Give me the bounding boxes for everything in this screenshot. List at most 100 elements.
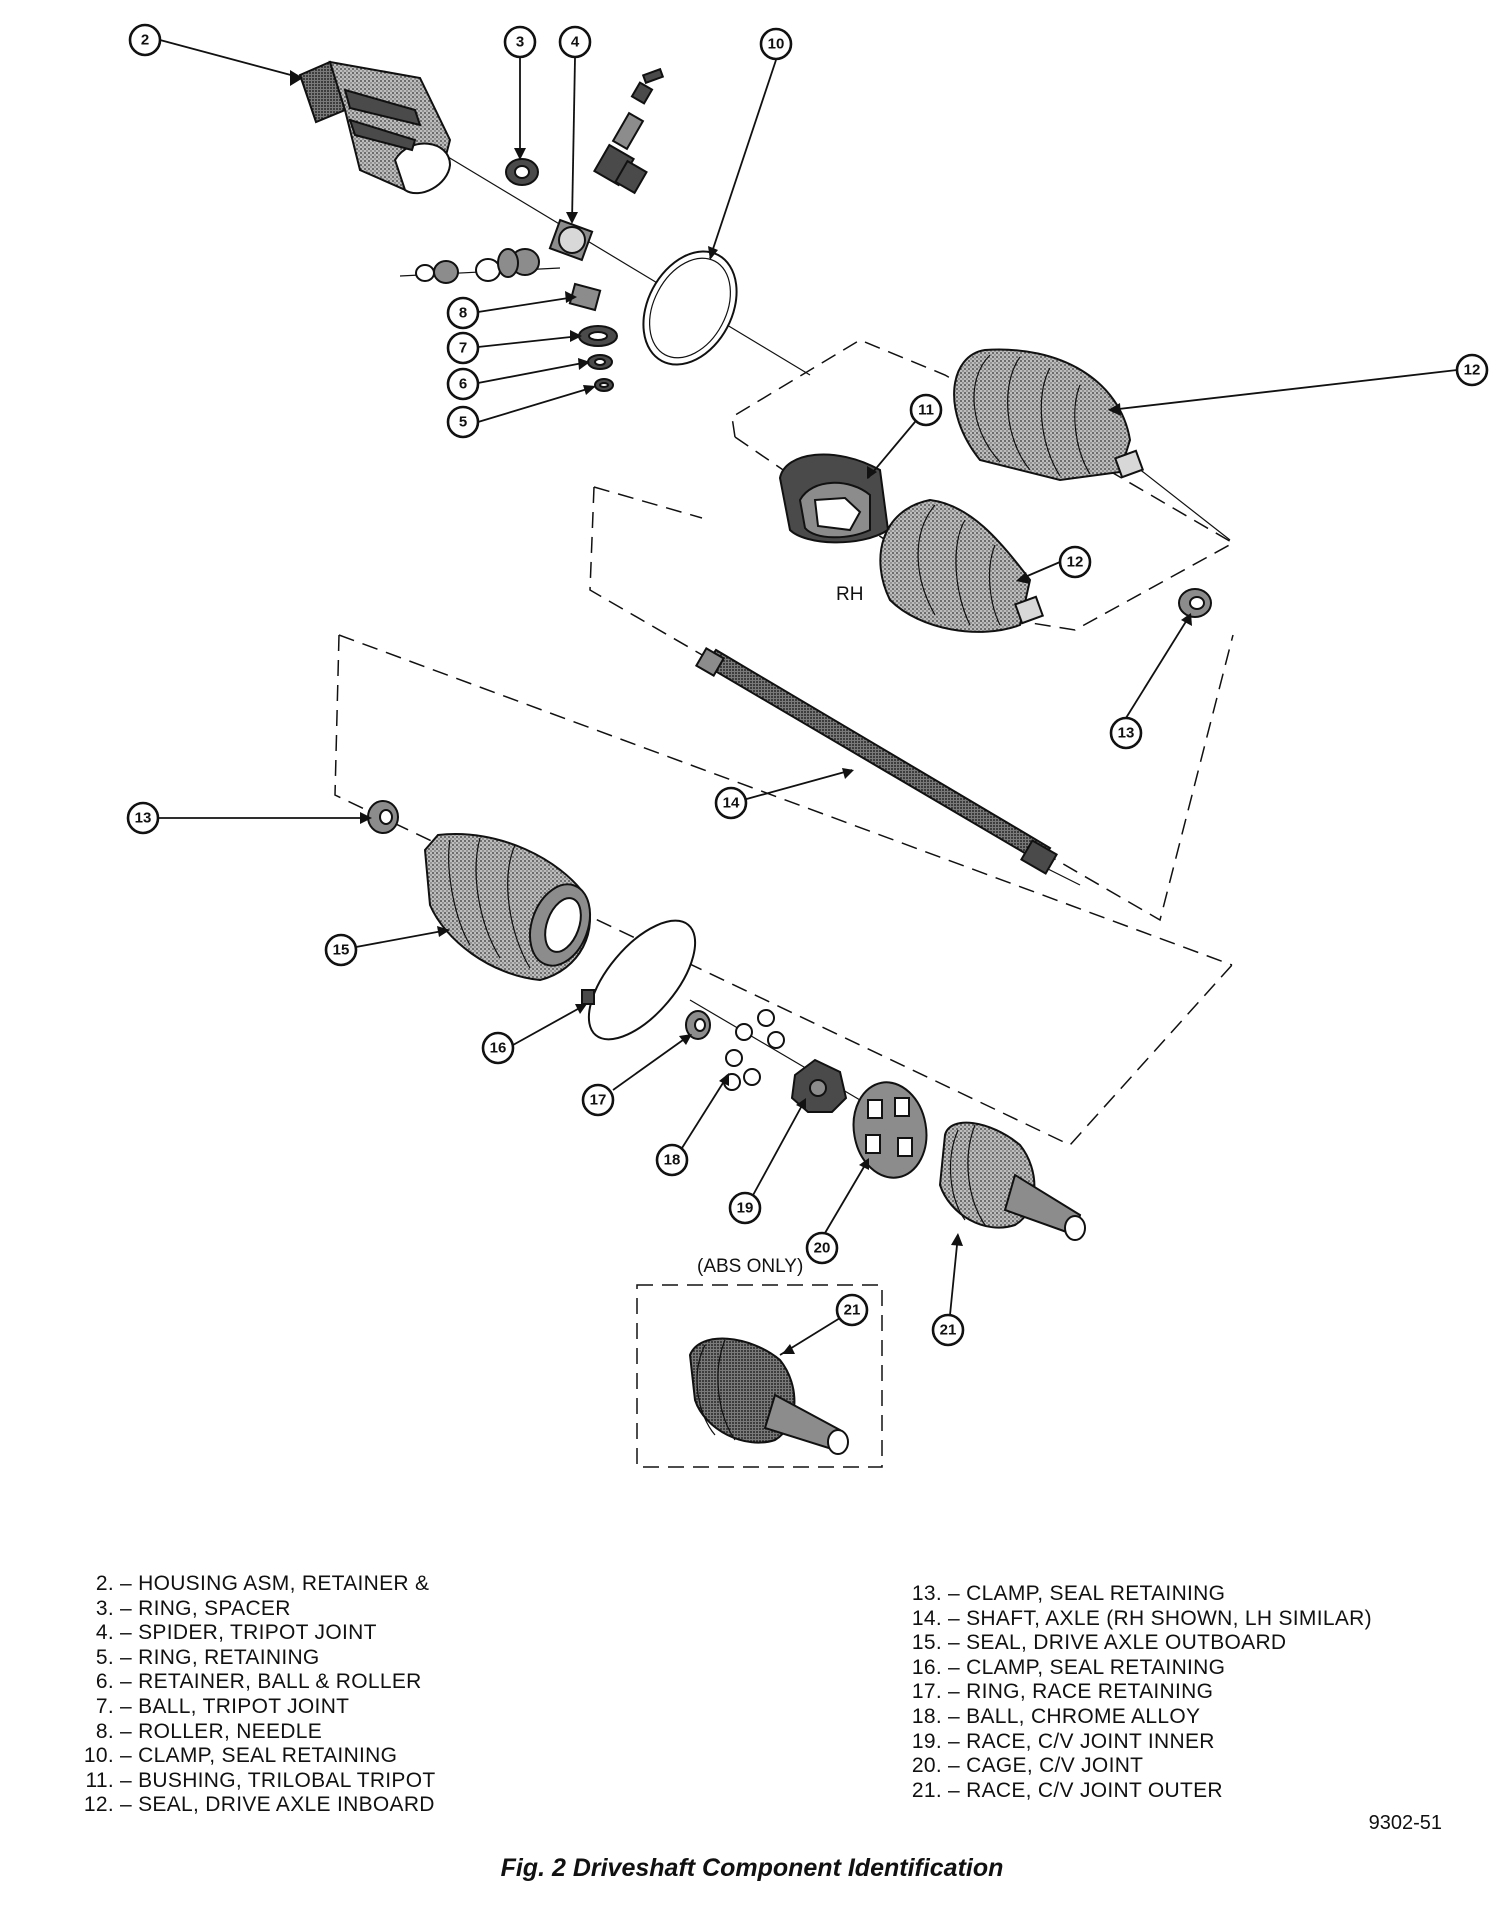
abs-only-label: (ABS ONLY)	[697, 1256, 803, 1277]
legend-item-text: – CAGE, C/V JOINT	[948, 1754, 1144, 1778]
axle-shaft	[694, 646, 1058, 875]
callout-21-abs: 21	[835, 1293, 869, 1327]
legend-item-text: – CLAMP, SEAL RETAINING	[948, 1582, 1226, 1605]
cv-outer-race-abs	[688, 1337, 849, 1455]
legend-item: 10.– CLAMP, SEAL RETAINING	[70, 1744, 436, 1769]
cv-cage	[852, 1081, 928, 1179]
legend-item: 15.– SEAL, DRIVE AXLE OUTBOARD	[898, 1631, 1372, 1656]
callout-15: 15	[324, 933, 358, 967]
callout-3: 3	[503, 25, 537, 59]
callout-5: 5	[446, 405, 480, 439]
legend-item: 2.– HOUSING ASM, RETAINER &	[70, 1572, 436, 1597]
legend-item-text: – RACE, C/V JOINT INNER	[948, 1729, 1215, 1753]
legend-item: 19.– RACE, C/V JOINT INNER	[898, 1730, 1372, 1755]
legend-item-text: – RING, RACE RETAINING	[948, 1680, 1214, 1704]
figure-code: 9302-51	[1368, 1812, 1442, 1834]
legend-item: 7.– BALL, TRIPOT JOINT	[70, 1695, 436, 1720]
legend-item-text: – ROLLER, NEEDLE	[120, 1719, 323, 1743]
figure-caption: Fig. 2 Driveshaft Component Identificati…	[500, 1854, 1004, 1882]
chrome-balls	[723, 1009, 785, 1091]
legend-item-number: 10.	[83, 1744, 114, 1768]
callout-8: 8	[446, 296, 480, 330]
legend-item-text: – SHAFT, AXLE (RH SHOWN, LH SIMILAR)	[948, 1606, 1372, 1630]
svg-text:13: 13	[135, 810, 152, 827]
legend-item-text: – RING, SPACER	[120, 1596, 291, 1620]
seal-clamp-upper	[1178, 588, 1212, 618]
legend-item: 21.– RACE, C/V JOINT OUTER	[898, 1779, 1372, 1804]
svg-text:13: 13	[1118, 725, 1135, 742]
svg-text:20: 20	[814, 1240, 831, 1257]
legend-item-text: – BALL, CHROME ALLOY	[948, 1704, 1201, 1728]
svg-text:15: 15	[333, 942, 350, 959]
clamp-seal-retaining-16	[581, 919, 697, 1041]
housing-assembly	[298, 60, 452, 195]
legend-item-text: – RACE, C/V JOINT OUTER	[948, 1778, 1223, 1802]
legend-item-text: – BUSHING, TRILOBAL TRIPOT	[120, 1768, 436, 1792]
legend-item: 17.– RING, RACE RETAINING	[898, 1680, 1372, 1705]
legend-item-number: 19.	[911, 1729, 942, 1753]
callout-11: 11	[909, 393, 943, 427]
callout-7: 7	[446, 331, 480, 365]
callout-20: 20	[805, 1231, 839, 1265]
legend-item-text: – BALL, TRIPOT JOINT	[120, 1694, 350, 1718]
callout-16: 16	[481, 1031, 515, 1065]
legend-item-number: 2.	[95, 1572, 114, 1595]
legend-item: 18.– BALL, CHROME ALLOY	[898, 1705, 1372, 1730]
svg-text:4: 4	[571, 34, 580, 51]
outboard-seal-boot	[423, 833, 591, 982]
legend-item: 6.– RETAINER, BALL & ROLLER	[70, 1670, 436, 1695]
tripot-spider	[415, 67, 665, 284]
svg-text:21: 21	[844, 1302, 861, 1319]
callout-13-lower: 13	[126, 801, 160, 835]
svg-text:18: 18	[664, 1152, 681, 1169]
legend-item-text: – RETAINER, BALL & ROLLER	[120, 1670, 422, 1694]
legend-item-text: – SPIDER, TRIPOT JOINT	[120, 1621, 377, 1645]
legend-item: 8.– ROLLER, NEEDLE	[70, 1720, 436, 1745]
svg-text:19: 19	[737, 1200, 754, 1217]
legend-item-number: 21.	[911, 1778, 942, 1802]
legend-item-number: 16.	[911, 1655, 942, 1679]
legend-item-number: 4.	[95, 1621, 114, 1645]
spacer-ring	[505, 158, 539, 186]
legend-item-number: 7.	[95, 1694, 114, 1718]
callout-21: 21	[931, 1313, 965, 1347]
rh-label: RH	[836, 584, 863, 605]
svg-text:8: 8	[459, 305, 467, 322]
arrowheads	[290, 70, 1192, 1354]
seal-clamp-lower	[367, 800, 399, 834]
svg-text:21: 21	[940, 1322, 957, 1339]
legend-item-text: – SEAL, DRIVE AXLE OUTBOARD	[948, 1631, 1287, 1655]
legend-item: 12.– SEAL, DRIVE AXLE INBOARD	[70, 1793, 436, 1818]
race-retaining-ring	[685, 1010, 711, 1040]
svg-text:10: 10	[768, 36, 785, 53]
callout-12-lower: 12	[1058, 545, 1092, 579]
legend-item: 20.– CAGE, C/V JOINT	[898, 1754, 1372, 1779]
svg-text:16: 16	[490, 1040, 507, 1057]
legend-item-number: 18.	[911, 1704, 942, 1728]
svg-text:14: 14	[723, 795, 740, 812]
legend-item-number: 11.	[85, 1768, 114, 1792]
svg-text:11: 11	[918, 402, 934, 419]
svg-text:12: 12	[1464, 362, 1481, 379]
legend-item: 4.– SPIDER, TRIPOT JOINT	[70, 1621, 436, 1646]
legend-left: 2.– HOUSING ASM, RETAINER &3.– RING, SPA…	[70, 1572, 436, 1818]
callout-10: 10	[759, 27, 793, 61]
callout-18: 18	[655, 1143, 689, 1177]
legend-item: 16.– CLAMP, SEAL RETAINING	[898, 1656, 1372, 1681]
callout-14: 14	[714, 786, 748, 820]
callout-12-upper: 12	[1455, 353, 1489, 387]
callout-17: 17	[581, 1083, 615, 1117]
legend-item: 11.– BUSHING, TRILOBAL TRIPOT	[70, 1769, 436, 1794]
legend-item-text: – RING, RETAINING	[120, 1645, 320, 1669]
legend-item-number: 6.	[95, 1670, 114, 1694]
leader-lines	[158, 39, 1458, 1356]
legend-item-number: 14.	[911, 1606, 942, 1630]
legend-item: 3.– RING, SPACER	[70, 1597, 436, 1622]
svg-text:17: 17	[590, 1092, 607, 1109]
trilobal-bushing	[778, 453, 890, 544]
svg-text:7: 7	[459, 340, 467, 357]
exploded-driveshaft-diagram: 2 3 4 10 8 7 6 5 11 12 12 13 14 13 15 16…	[126, 23, 1489, 1468]
legend-item-text: – CLAMP, SEAL RETAINING	[120, 1744, 398, 1768]
legend-item-number: 3.	[95, 1596, 114, 1620]
